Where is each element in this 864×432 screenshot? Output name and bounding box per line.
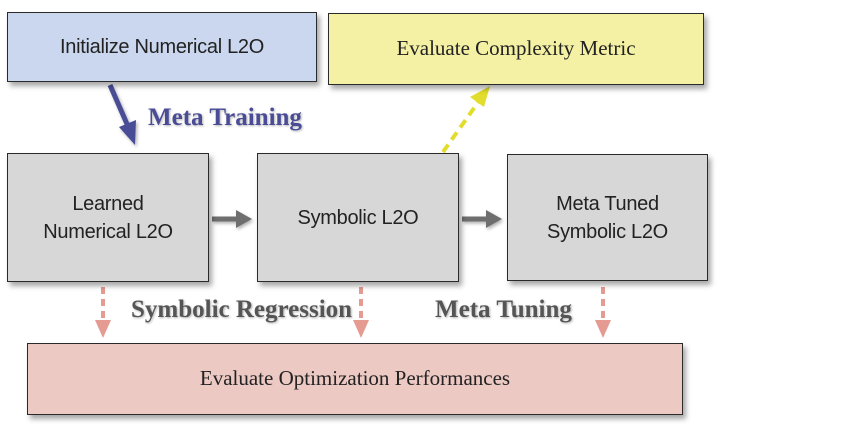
complexity-label: Evaluate Complexity Metric xyxy=(396,36,636,61)
learned-label: Learned Numerical L2O xyxy=(43,192,173,243)
tuned-label: Meta Tuned Symbolic L2O xyxy=(547,192,668,243)
initialize-numerical-l2o-box: Initialize Numerical L2O xyxy=(7,12,317,82)
learned-eval-arrow xyxy=(95,287,111,338)
tuned-eval-arrow xyxy=(595,287,611,338)
symbolic-to-tuned-arrow xyxy=(462,210,502,228)
symbolic-regression-label: Symbolic Regression xyxy=(131,296,353,323)
complexity-arrow xyxy=(441,86,490,154)
symbolic-l2o-box: Symbolic L2O xyxy=(257,153,459,282)
optimization-label: Evaluate Optimization Performances xyxy=(199,366,511,391)
meta-training-arrow xyxy=(107,84,136,145)
learned-to-symbolic-arrow xyxy=(212,210,252,228)
symbolic-eval-arrow xyxy=(353,287,369,338)
initialize-label: Initialize Numerical L2O xyxy=(60,36,264,58)
meta-training-label: Meta Training xyxy=(148,104,302,131)
symbolic-label: Symbolic L2O xyxy=(297,206,419,229)
evaluate-optimization-performances-box: Evaluate Optimization Performances xyxy=(27,343,683,415)
meta-tuned-symbolic-l2o-box: Meta Tuned Symbolic L2O xyxy=(507,154,708,281)
evaluate-complexity-metric-box: Evaluate Complexity Metric xyxy=(328,13,704,85)
meta-tuning-label: Meta Tuning xyxy=(435,296,572,323)
learned-numerical-l2o-box: Learned Numerical L2O xyxy=(7,153,209,282)
